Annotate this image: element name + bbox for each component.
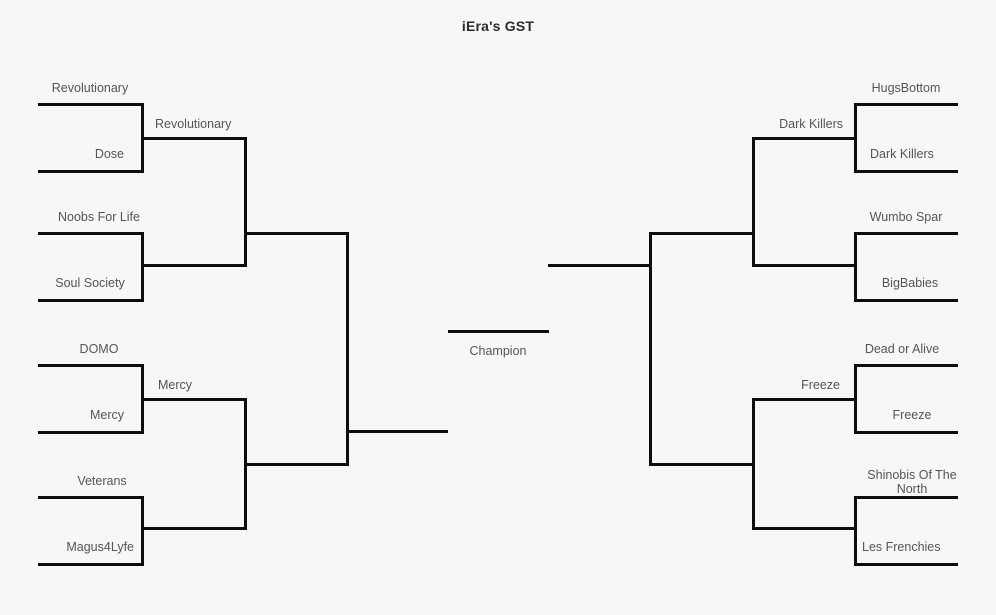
team-label-veterans[interactable]: Veterans — [77, 474, 127, 488]
match-line-left-r3-bottom — [244, 463, 349, 466]
match-connector-left-r2-1 — [244, 137, 247, 267]
team-label-mercy[interactable]: Mercy — [89, 408, 124, 422]
match-connector-right-r1-4 — [854, 496, 857, 566]
match-connector-right-r2-2 — [752, 398, 755, 530]
page-title: iEra's GST — [461, 18, 535, 34]
match-line-left-r2-1-bottom — [141, 264, 247, 267]
champion-label[interactable]: Champion — [469, 344, 527, 358]
match-line-right-r1-1-bottom — [854, 170, 958, 173]
match-line-left-r1-2-bottom — [38, 299, 144, 302]
champion-line — [448, 330, 549, 333]
match-line-right-r2-1-bottom — [752, 264, 857, 267]
team-label-dead-or-alive[interactable]: Dead or Alive — [864, 342, 940, 356]
team-label-freeze-r2[interactable]: Freeze — [801, 378, 840, 392]
match-line-left-r1-4-top — [38, 496, 144, 499]
team-label-freeze[interactable]: Freeze — [892, 408, 932, 422]
match-line-right-r1-1-top — [854, 103, 958, 106]
match-line-left-r1-3-top — [38, 364, 144, 367]
match-line-right-r2-2-bottom — [752, 527, 857, 530]
match-line-right-r1-2-top — [854, 232, 958, 235]
team-label-noobs-for-life[interactable]: Noobs For Life — [58, 210, 140, 224]
match-line-right-r1-2-bottom — [854, 299, 958, 302]
match-line-left-r2-2-bottom — [141, 527, 247, 530]
final-feed-right — [548, 264, 650, 267]
team-label-mercy-r2[interactable]: Mercy — [158, 378, 193, 392]
match-line-right-r2-2-top — [752, 398, 857, 401]
team-label-dose[interactable]: Dose — [94, 147, 124, 161]
match-line-right-r2-1-top — [752, 137, 857, 140]
match-line-right-r1-4-top — [854, 496, 958, 499]
team-label-wumbo-spar[interactable]: Wumbo Spar — [869, 210, 943, 224]
match-line-left-r1-3-bottom — [38, 431, 144, 434]
match-connector-right-r1-1 — [854, 103, 857, 173]
team-label-dark-killers-r2[interactable]: Dark Killers — [779, 117, 843, 131]
match-line-left-r1-4-bottom — [38, 563, 144, 566]
match-connector-left-r1-4 — [141, 496, 144, 566]
match-line-right-r1-3-top — [854, 364, 958, 367]
final-feed-left — [346, 430, 448, 433]
team-label-les-frenchies[interactable]: Les Frenchies — [862, 540, 941, 554]
team-label-domo[interactable]: DOMO — [79, 342, 119, 356]
match-line-left-r1-1-top — [38, 103, 144, 106]
match-line-right-r1-3-bottom — [854, 431, 958, 434]
match-line-right-r3-bottom — [649, 463, 754, 466]
match-line-left-r1-1-bottom — [38, 170, 144, 173]
match-connector-left-r1-2 — [141, 232, 144, 302]
match-connector-right-r1-3 — [854, 364, 857, 434]
team-label-shinobis-of-the-north[interactable]: Shinobis Of The North — [867, 468, 957, 496]
team-label-revolutionary[interactable]: Revolutionary — [51, 81, 129, 95]
match-connector-left-r3 — [346, 232, 349, 466]
match-line-left-r3-top — [244, 232, 349, 235]
match-line-right-r3-top — [649, 232, 754, 235]
team-label-dark-killers[interactable]: Dark Killers — [870, 147, 934, 161]
team-label-bigbabies[interactable]: BigBabies — [881, 276, 939, 290]
match-line-left-r2-2-top — [141, 398, 247, 401]
team-label-magus4lyfe[interactable]: Magus4Lyfe — [66, 540, 134, 554]
match-line-left-r2-1-top — [141, 137, 247, 140]
team-label-hugsbottom[interactable]: HugsBottom — [871, 81, 941, 95]
match-line-right-r1-4-bottom — [854, 563, 958, 566]
match-connector-right-r1-2 — [854, 232, 857, 302]
team-label-revolutionary-r2[interactable]: Revolutionary — [155, 117, 232, 131]
team-label-soul-society[interactable]: Soul Society — [55, 276, 125, 290]
match-connector-right-r3 — [649, 232, 652, 466]
match-line-left-r1-2-top — [38, 232, 144, 235]
match-connector-right-r2-1 — [752, 137, 755, 267]
